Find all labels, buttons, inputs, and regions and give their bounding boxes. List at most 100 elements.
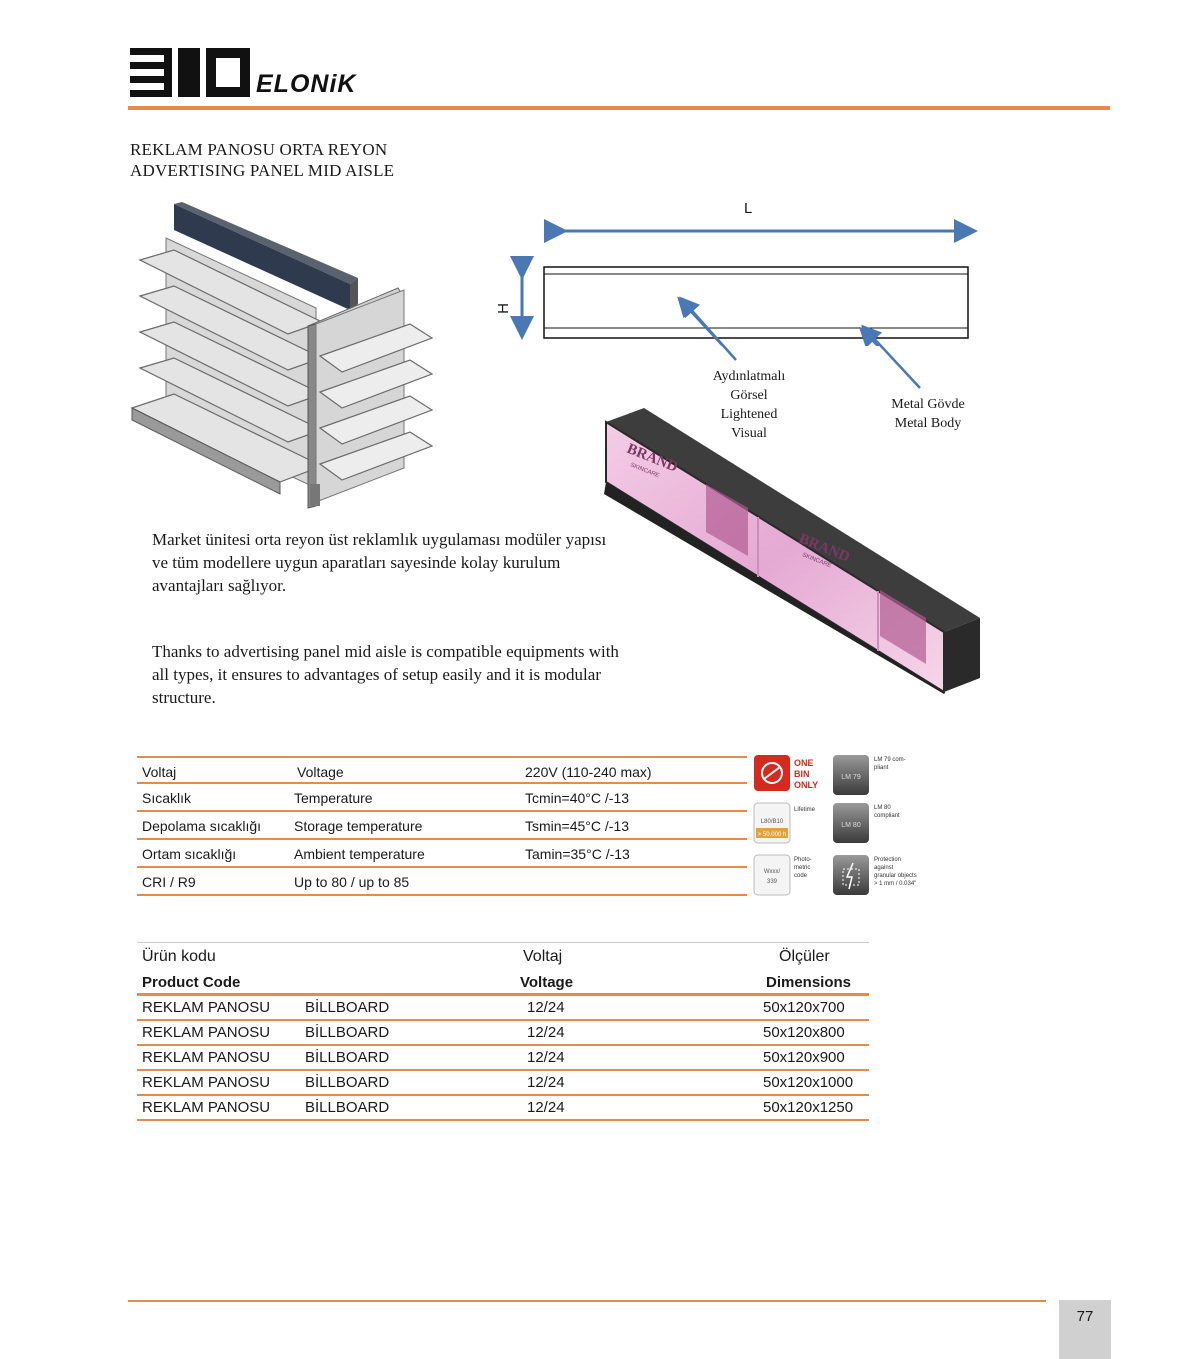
callout-line: Lightened: [720, 407, 778, 422]
cell-code: REKLAM PANOSU: [142, 1024, 271, 1041]
icon-text: Wxxx/: [764, 869, 781, 875]
cell-type: BİLLBOARD: [305, 1049, 390, 1066]
cell-voltage: 12/24: [527, 1024, 565, 1041]
cell-code: REKLAM PANOSU: [142, 1074, 271, 1091]
cell-code: REKLAM PANOSU: [142, 999, 271, 1016]
brand-wordmark: ELONiK: [256, 70, 357, 98]
shelf-unit-illustration: [130, 202, 434, 509]
header-voltage-en: Voltage: [520, 974, 574, 991]
product-table: Ürün kodu Voltaj Ölçüler Product Code Vo…: [137, 942, 869, 1121]
table-row: REKLAM PANOSU BİLLBOARD 12/24 50x120x100…: [137, 1071, 869, 1096]
cell-type: BİLLBOARD: [305, 1074, 390, 1091]
icon-text: granular objects: [874, 873, 917, 879]
icon-text: Protection: [874, 857, 901, 863]
protection-icon: Protection against granular objects > 1 …: [833, 855, 917, 895]
icon-text: LM 79 com-: [874, 757, 906, 763]
spec-label-en: Temperature: [294, 790, 373, 806]
callout-lightened-visual: Aydınlatmalı Görsel Lightened Visual: [690, 367, 808, 443]
spec-label-tr: CRI / R9: [142, 874, 196, 890]
cell-type: BİLLBOARD: [305, 1099, 390, 1116]
icon-text: LM 80: [874, 805, 891, 811]
spec-label-en: Storage temperature: [294, 818, 423, 834]
cell-type: BİLLBOARD: [305, 999, 390, 1016]
icon-text: BIN: [794, 769, 810, 779]
cell-voltage: 12/24: [527, 999, 565, 1016]
spec-row: CRI / R9 Up to 80 / up to 85: [137, 868, 747, 896]
one-bin-only-icon: ONE BIN ONLY: [754, 755, 818, 791]
callout-line: Metal Body: [894, 416, 962, 431]
cell-dimensions: 50x120x800: [763, 1024, 845, 1041]
icon-text: > 50.000 h: [758, 832, 787, 838]
spec-value: Tcmin=40°C /-13: [525, 790, 630, 806]
cell-dimensions: 50x120x1000: [763, 1074, 854, 1091]
icon-text: ONLY: [794, 780, 818, 790]
spec-row: Voltaj Voltage 220V (110-240 max): [137, 756, 747, 784]
spec-row: Sıcaklık Temperature Tcmin=40°C /-13: [137, 784, 747, 812]
lifetime-icon: Lifetime L80/B10 > 50.000 h: [753, 802, 816, 844]
callout-line: Aydınlatmalı: [712, 369, 786, 384]
spec-row: Depolama sıcaklığı Storage temperature T…: [137, 812, 747, 840]
icon-text: compliant: [874, 813, 900, 819]
icon-text: LM 79: [841, 774, 861, 781]
certification-icons: ONE BIN ONLY LM 79 LM 79 com- pliant Lif…: [753, 755, 917, 896]
header-dimensions-en: Dimensions: [766, 974, 852, 991]
icon-text: 339: [767, 879, 778, 885]
spec-value: Tamin=35°C /-13: [525, 846, 630, 862]
cell-type: BİLLBOARD: [305, 1024, 390, 1041]
table-row: REKLAM PANOSU BİLLBOARD 12/24 50x120x700: [137, 996, 869, 1021]
icon-text: > 1 mm / 0.034": [874, 881, 916, 887]
callout-metal-body: Metal Gövde Metal Body: [872, 395, 984, 433]
icon-text: pliant: [874, 765, 889, 771]
spec-label-tr: Ortam sıcaklığı: [142, 846, 237, 862]
page-number-box: [1059, 1300, 1111, 1359]
icon-text: Lifetime: [794, 807, 816, 813]
icon-text: Photo-: [794, 857, 812, 863]
icon-text: LM 80: [841, 822, 861, 829]
spec-label-en: Ambient temperature: [294, 846, 425, 862]
billboard-panel-render: BRAND BRAND SKINCARE SKINCARE: [604, 408, 980, 694]
header-dimensions-tr: Ölçüler: [779, 948, 830, 965]
icon-text: L80/B10: [761, 819, 784, 825]
table-row: REKLAM PANOSU BİLLBOARD 12/24 50x120x800: [137, 1021, 869, 1046]
cell-code: REKLAM PANOSU: [142, 1099, 271, 1116]
title-turkish: REKLAM PANOSU ORTA REYON: [130, 140, 388, 159]
spec-value: Tsmin=45°C /-13: [525, 818, 630, 834]
elonik-logo: [130, 48, 250, 97]
height-label: H: [494, 303, 512, 314]
spec-label-tr: Voltaj: [142, 764, 177, 780]
cell-voltage: 12/24: [527, 1049, 565, 1066]
description-turkish: Market ünitesi orta reyon üst reklamlık …: [152, 530, 607, 595]
callout-line: Visual: [731, 426, 767, 441]
title-english: ADVERTISING PANEL MID AISLE: [130, 161, 395, 180]
description-english: Thanks to advertising panel mid aisle is…: [152, 642, 619, 707]
callout-line: Görsel: [730, 388, 768, 403]
callout-line: Metal Gövde: [891, 397, 965, 412]
cell-voltage: 12/24: [527, 1099, 565, 1116]
icon-text: metric: [794, 865, 810, 871]
header-rule: [128, 106, 1110, 110]
spec-label-en: Up to 80 / up to 85: [294, 874, 410, 890]
product-table-header: Ürün kodu Voltaj Ölçüler Product Code Vo…: [137, 942, 869, 996]
spec-label-en: Voltage: [297, 764, 344, 780]
photometric-code-icon: Wxxx/ 339 Photo- metric code: [753, 854, 812, 896]
cell-dimensions: 50x120x900: [763, 1049, 845, 1066]
callout-arrows: [679, 296, 921, 389]
cell-dimensions: 50x120x700: [763, 999, 845, 1016]
icon-text: against: [874, 865, 894, 871]
icon-text: code: [794, 873, 808, 879]
icon-text: ONE: [794, 758, 814, 768]
length-label: L: [744, 200, 753, 217]
spec-value: 220V (110-240 max): [525, 764, 652, 780]
table-row: REKLAM PANOSU BİLLBOARD 12/24 50x120x125…: [137, 1096, 869, 1121]
cell-code: REKLAM PANOSU: [142, 1049, 271, 1066]
cell-voltage: 12/24: [527, 1074, 565, 1091]
footer-rule: [128, 1300, 1046, 1302]
header-voltage-tr: Voltaj: [523, 948, 563, 965]
specs-table: Voltaj Voltage 220V (110-240 max) Sıcakl…: [137, 756, 747, 896]
table-row: REKLAM PANOSU BİLLBOARD 12/24 50x120x900: [137, 1046, 869, 1071]
lm79-icon: LM 79 LM 79 com- pliant: [833, 755, 906, 795]
cell-dimensions: 50x120x1250: [763, 1099, 854, 1116]
spec-row: Ortam sıcaklığı Ambient temperature Tami…: [137, 840, 747, 868]
lm80-icon: LM 80 LM 80 compliant: [833, 803, 900, 843]
spec-label-tr: Depolama sıcaklığı: [142, 818, 262, 834]
